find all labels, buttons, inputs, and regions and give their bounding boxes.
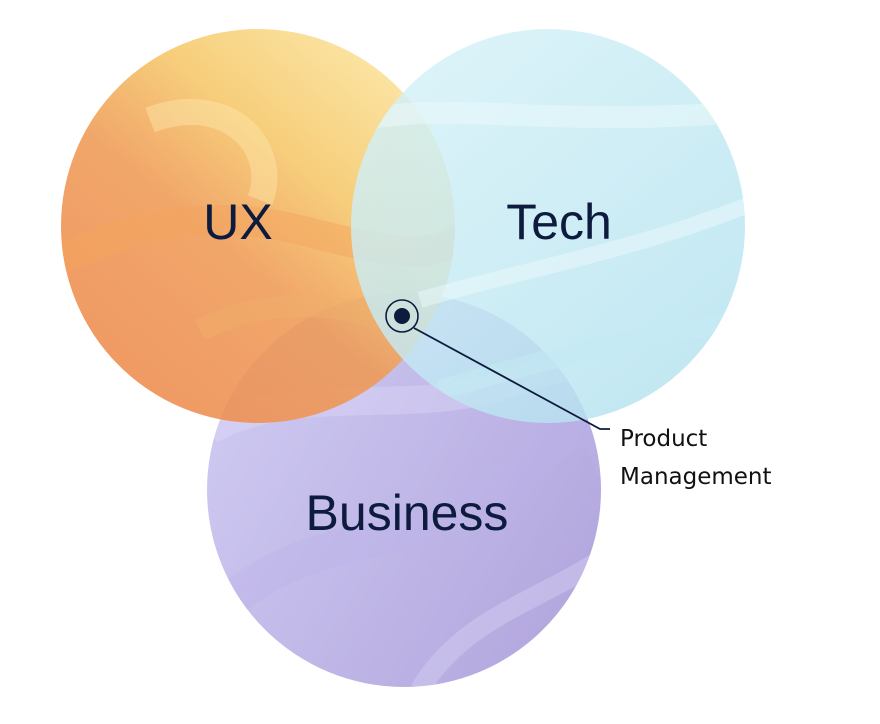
business-label: Business	[306, 485, 509, 541]
leader-line	[413, 327, 610, 430]
intersection-marker	[385, 299, 610, 430]
marker-dot	[394, 308, 410, 324]
tech-label: Tech	[506, 194, 612, 250]
product-management-label-line2: Management	[620, 464, 772, 490]
marker-ring	[385, 299, 419, 333]
product-management-label-line1: Product	[620, 426, 707, 452]
ux-label: UX	[203, 194, 272, 250]
